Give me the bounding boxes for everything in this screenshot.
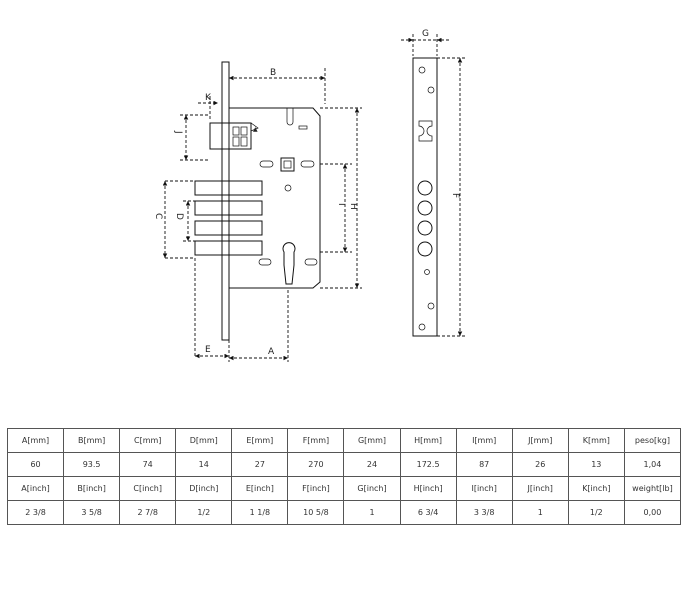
- table-cell: 26: [511, 452, 569, 477]
- table-cell: H[mm]: [399, 428, 457, 453]
- table-cell: D[mm]: [175, 428, 233, 453]
- table-row: A[inch]B[inch]C[inch]D[inch]E[inch]F[inc…: [6, 476, 682, 501]
- table-cell: 1,04: [623, 452, 682, 477]
- table-cell: D[inch]: [175, 476, 233, 501]
- table-cell: 2 7/8: [119, 500, 177, 525]
- cylinder-cutout: [282, 242, 296, 285]
- bolt-hole-4: [417, 241, 433, 257]
- table-cell: 60: [6, 452, 65, 477]
- dim-label-f: F: [450, 193, 460, 198]
- dim-label-k: K: [205, 93, 212, 103]
- table-cell: 24: [343, 452, 401, 477]
- handle-follower: [280, 157, 295, 172]
- table-cell: E[mm]: [231, 428, 289, 453]
- table-cell: F[inch]: [287, 476, 345, 501]
- side-view-dimensions: B K J C D E A I: [153, 68, 362, 362]
- table-cell: C[inch]: [119, 476, 177, 501]
- lock-side-view: ▲: [194, 61, 321, 341]
- table-cell: 6 3/4: [399, 500, 457, 525]
- deadbolts: [194, 180, 263, 256]
- table-row: A[mm]B[mm]C[mm]D[mm]E[mm]F[mm]G[mm]H[mm]…: [6, 428, 682, 453]
- table-cell: C[mm]: [119, 428, 177, 453]
- table-cell: 3 3/8: [455, 500, 513, 525]
- table-cell: 1: [343, 500, 401, 525]
- table-cell: J[mm]: [511, 428, 569, 453]
- dim-label-b: B: [270, 68, 276, 78]
- dimension-table: A[mm]B[mm]C[mm]D[mm]E[mm]F[mm]G[mm]H[mm]…: [6, 428, 682, 525]
- table-cell: 10 5/8: [287, 500, 345, 525]
- table-cell: A[mm]: [6, 428, 65, 453]
- table-cell: 0,00: [623, 500, 682, 525]
- table-cell: B[mm]: [63, 428, 121, 453]
- dim-label-a: A: [268, 347, 275, 357]
- forend-front-view: [412, 57, 438, 337]
- table-cell: G[mm]: [343, 428, 401, 453]
- table-cell: 1 1/8: [231, 500, 289, 525]
- front-view-dimensions: G F: [401, 29, 466, 337]
- table-cell: E[inch]: [231, 476, 289, 501]
- table-cell: 87: [455, 452, 513, 477]
- table-cell: F[mm]: [287, 428, 345, 453]
- table-cell: weight[lb]: [623, 476, 682, 501]
- table-cell: K[mm]: [567, 428, 625, 453]
- dim-label-d: D: [174, 213, 184, 220]
- latch: [209, 122, 230, 150]
- table-cell: 1/2: [175, 500, 233, 525]
- bolt-hole-3: [417, 220, 433, 236]
- forend-strip: [412, 57, 438, 337]
- table-cell: 1: [511, 500, 569, 525]
- table-cell: 3 5/8: [63, 500, 121, 525]
- dim-label-c: C: [153, 213, 163, 219]
- table-cell: I[inch]: [455, 476, 513, 501]
- table-cell: B[inch]: [63, 476, 121, 501]
- table-cell: 14: [175, 452, 233, 477]
- table-cell: 1/2: [567, 500, 625, 525]
- latch-opening: [418, 120, 433, 142]
- dim-label-i: I: [336, 203, 346, 206]
- table-cell: I[mm]: [455, 428, 513, 453]
- table-cell: 2 3/8: [6, 500, 65, 525]
- bolt-hole-1: [417, 180, 433, 196]
- table-cell: peso[kg]: [623, 428, 682, 453]
- table-cell: 13: [567, 452, 625, 477]
- dim-label-h: H: [348, 203, 358, 210]
- dim-label-j: J: [173, 130, 183, 134]
- table-cell: J[inch]: [511, 476, 569, 501]
- latch-mark: ▲: [253, 126, 258, 133]
- dim-label-e: E: [205, 345, 211, 355]
- lock-body: [229, 107, 321, 289]
- dim-label-g: G: [422, 29, 429, 39]
- lock-technical-drawing: ▲ B K: [153, 29, 466, 362]
- bolt-hole-2: [417, 200, 433, 216]
- table-cell: 270: [287, 452, 345, 477]
- table-cell: 93.5: [63, 452, 121, 477]
- table-cell: A[inch]: [6, 476, 65, 501]
- table-cell: 74: [119, 452, 177, 477]
- table-cell: H[inch]: [399, 476, 457, 501]
- table-cell: G[inch]: [343, 476, 401, 501]
- table-cell: K[inch]: [567, 476, 625, 501]
- table-cell: 27: [231, 452, 289, 477]
- table-cell: 172.5: [399, 452, 457, 477]
